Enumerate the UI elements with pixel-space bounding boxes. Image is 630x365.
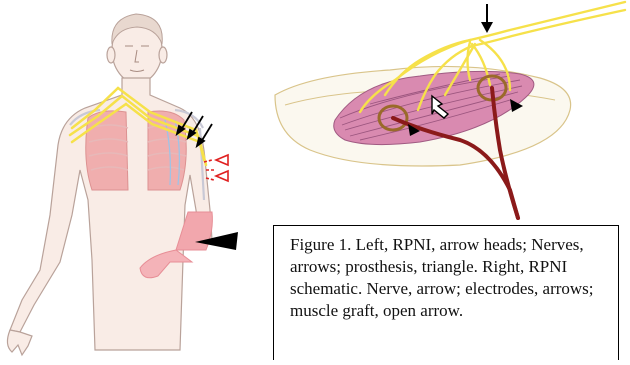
rpni-schematic [270,0,630,225]
red-open-arrowhead-icon [216,155,228,165]
figure-caption-box: Figure 1. Left, RPNI, arrow heads; Nerve… [273,225,619,360]
figure-caption: Figure 1. Left, RPNI, arrow heads; Nerve… [290,234,616,322]
red-open-arrowhead-icon [216,171,228,181]
left-anatomy-illustration [0,0,270,365]
black-arrow-icon [481,4,493,33]
rpni-arrowheads [216,155,228,181]
